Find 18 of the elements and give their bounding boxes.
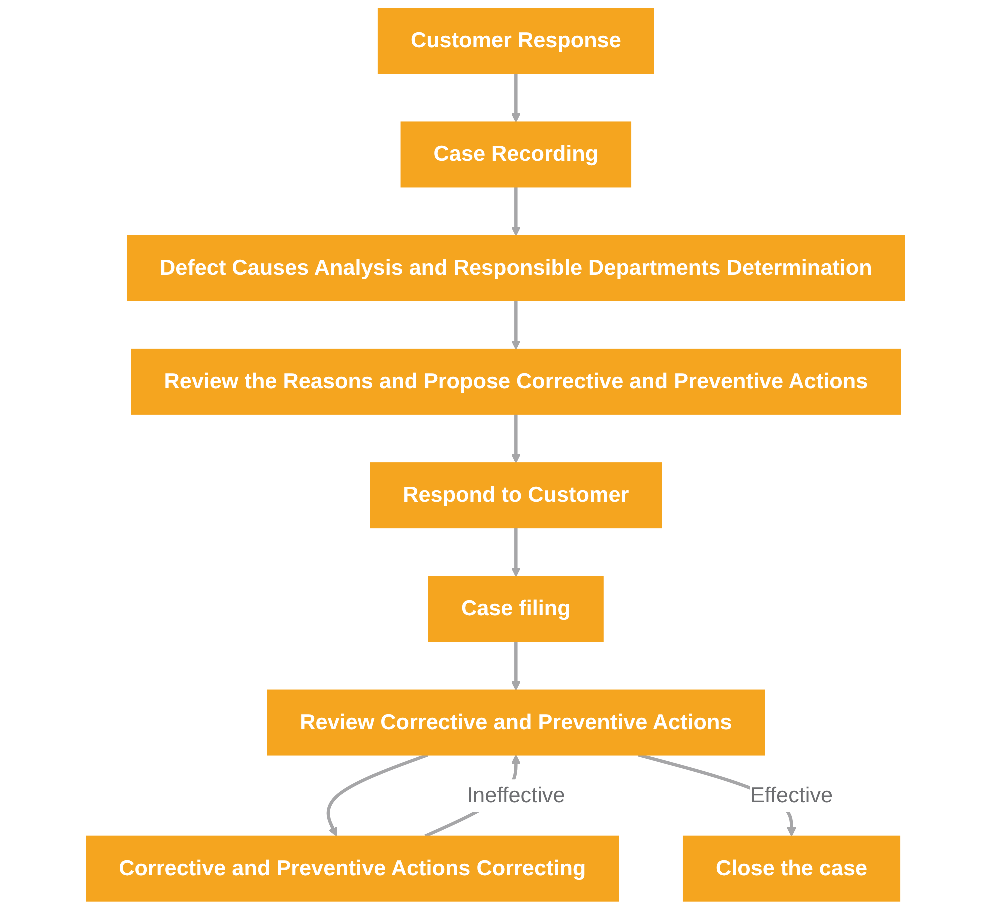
- node-box: Respond to Customer: [370, 462, 662, 529]
- node-box: Close the case: [682, 836, 900, 902]
- arrow: [511, 74, 521, 123]
- node-box: Customer Response: [378, 8, 654, 74]
- edge-label: Ineffective: [466, 784, 566, 808]
- node-box: Case filing: [428, 576, 604, 642]
- arrow: [511, 414, 521, 464]
- node-box: Corrective and Preventive Actions Correcting: [86, 836, 619, 902]
- arrow: [511, 300, 521, 350]
- arrow: [511, 528, 521, 578]
- node-box: Case Recording: [400, 122, 632, 188]
- arrow: [511, 187, 521, 236]
- arrow: [511, 642, 521, 691]
- arrow: [326, 754, 428, 837]
- node-box: Review the Reasons and Propose Corrective and Preventive Actions: [130, 348, 901, 415]
- node-box: Defect Causes Analysis and Responsible Departments Determination: [126, 235, 906, 302]
- edge-label: Effective: [750, 784, 833, 808]
- node-box: Review Corrective and Preventive Actions: [266, 690, 766, 756]
